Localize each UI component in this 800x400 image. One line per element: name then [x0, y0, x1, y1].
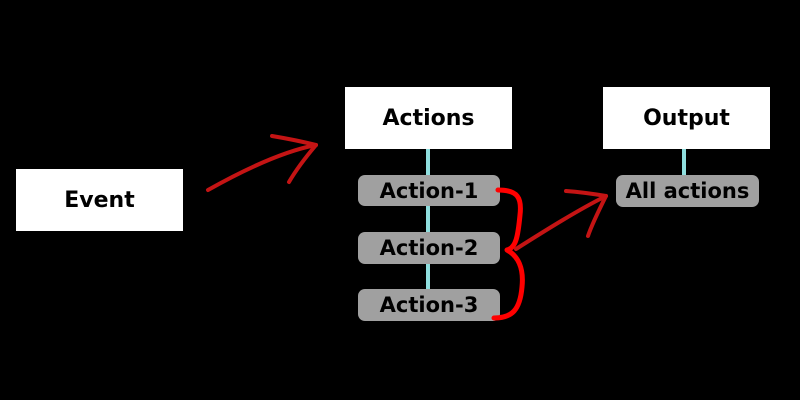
action-pill-label: Action-3	[379, 293, 479, 317]
event-box: Event	[16, 169, 183, 231]
event-to-actions-arrow	[206, 134, 318, 192]
action-pill-3: Action-3	[358, 289, 500, 321]
actions-to-output-arrow	[514, 189, 608, 251]
output-header-label: Output	[643, 105, 730, 131]
actions-header-label: Actions	[382, 105, 475, 131]
actions-header-box: Actions	[345, 87, 512, 149]
actions-connector-2	[426, 206, 430, 232]
output-pill: All actions	[616, 175, 759, 207]
action-pill-2: Action-2	[358, 232, 500, 264]
output-header-box: Output	[603, 87, 770, 149]
event-label: Event	[64, 187, 135, 213]
action-pill-label: Action-1	[379, 178, 479, 203]
output-pill-label: All actions	[625, 179, 750, 203]
action-pill-1: Action-1	[358, 175, 500, 206]
output-connector	[682, 149, 686, 175]
actions-connector-1	[426, 149, 430, 175]
action-pill-label: Action-2	[379, 236, 479, 260]
actions-connector-3	[426, 264, 430, 289]
